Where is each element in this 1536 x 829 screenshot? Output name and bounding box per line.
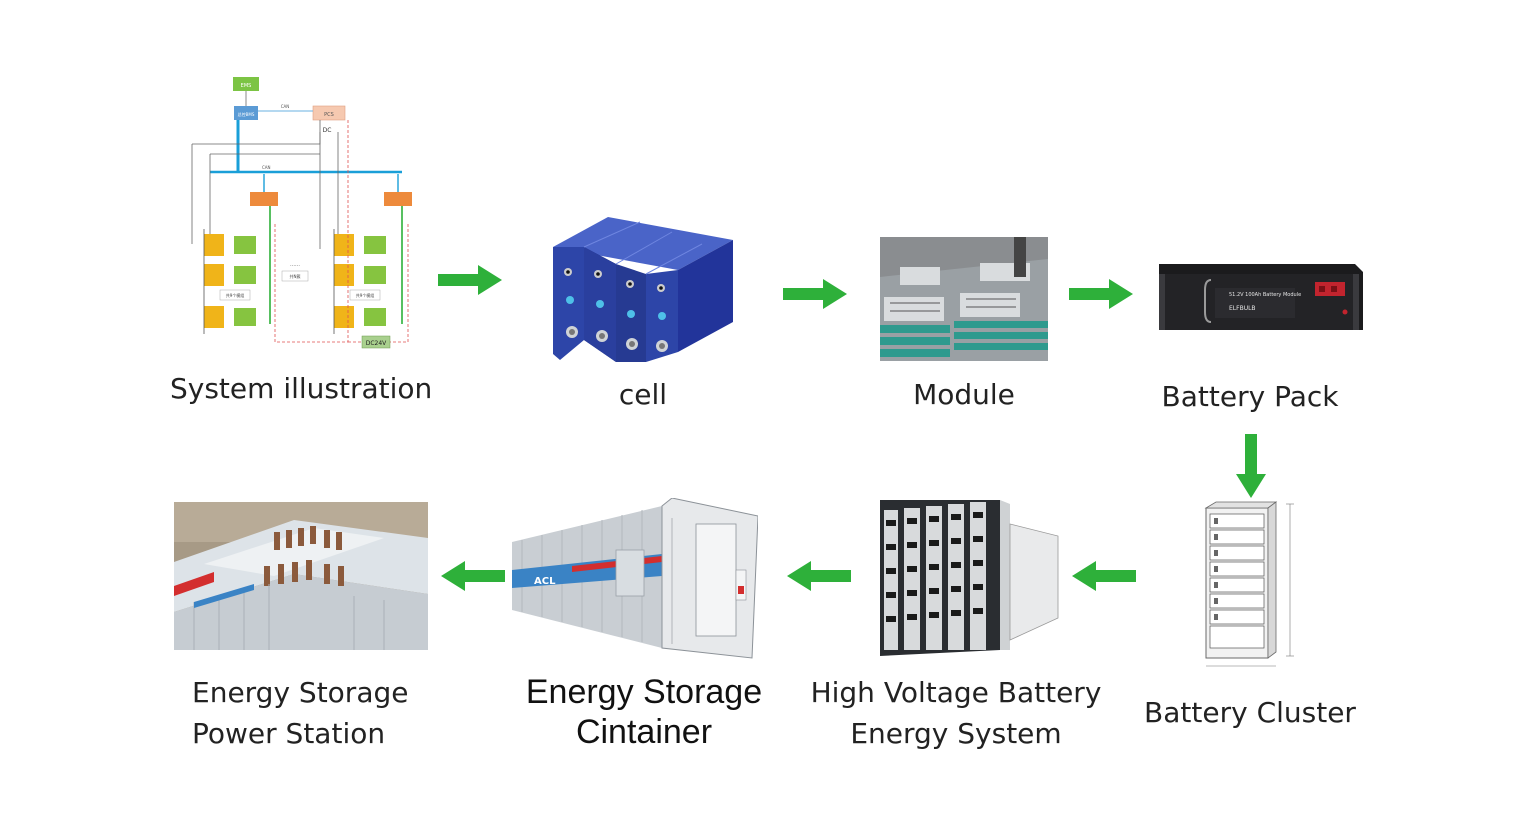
svg-text:……: …… [290,262,300,268]
arrow-left-icon [787,561,851,591]
arrow-right-icon [783,279,847,309]
module-image [880,237,1048,361]
cell-unit [584,247,616,362]
arrow-left-icon [441,561,505,591]
label-battery-pack: Battery Pack [1161,380,1339,413]
svg-text:共9个模组: 共9个模组 [356,292,375,298]
pcs-box-label: PCS [324,112,334,118]
battery-cluster-image [1204,501,1294,667]
ems-box-label: EMS [241,83,252,89]
can-top-label: CAN [281,104,290,109]
label-system-illustration: System illustration [170,372,433,405]
label-hv-system-line1: High Voltage Battery [810,676,1102,709]
cluster-left: 共9个模组 [203,206,271,334]
svg-text:共N簇: 共N簇 [290,273,301,279]
cell-unit [646,270,678,362]
cell-image [553,217,733,362]
battery-pack-image: 51.2V 100Ah Battery Module ELFBULB [1159,264,1363,330]
arrow-right-icon [1069,279,1133,309]
label-container-line1: Energy Storage [525,673,763,711]
battery-pack-brand: ELFBULB [1229,305,1256,312]
svg-text:CAN: CAN [262,165,271,170]
label-cell: cell [618,378,668,411]
label-hv-system-line2: Energy System [850,717,1062,750]
bms-box-label: 总控BMS [238,111,255,117]
arrow-left-icon [1072,561,1136,591]
system-illustration-diagram: EMS 总控BMS PCS CAN DC CAN 共9个模组 [191,77,412,349]
label-power-station-line1: Energy Storage [192,676,409,709]
dc-label: DC [323,127,332,134]
arrow-right-icon [438,265,502,295]
svg-text:共9个模组: 共9个模组 [226,292,245,298]
cell-unit [616,264,646,362]
arrow-down-icon [1236,434,1266,498]
hv-system-image [880,500,1059,656]
svg-text:ACL: ACL [534,576,556,587]
label-power-station: Energy Storage Power Station [192,672,432,754]
label-power-station-line2: Power Station [192,717,386,750]
cluster-right: 共9个模组 [333,206,403,334]
label-module: Module [913,378,1015,411]
dc24v-label: DC24V [366,340,387,347]
battery-pack-panel-text: 51.2V 100Ah Battery Module [1229,292,1301,298]
label-hv-system: High Voltage Battery Energy System [800,672,1112,754]
label-battery-cluster: Battery Cluster [1144,696,1356,729]
container-image: ACL [512,498,758,659]
label-container-line2: Cintainer [575,713,713,751]
power-station-image [174,502,428,650]
label-container: Energy Storage Cintainer [500,672,788,752]
